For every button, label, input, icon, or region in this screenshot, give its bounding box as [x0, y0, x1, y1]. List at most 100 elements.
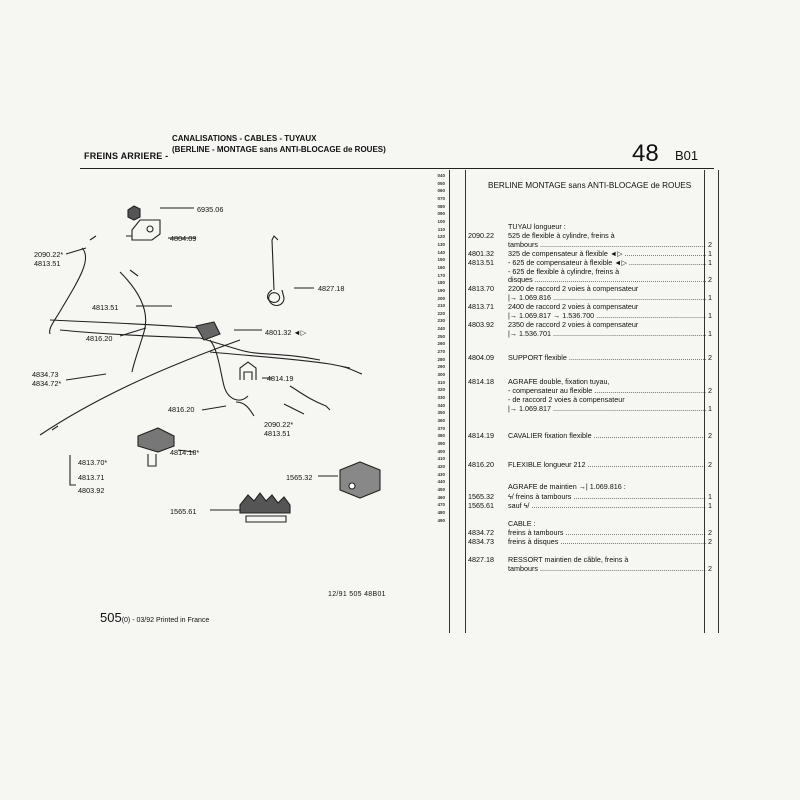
- part-quantity: 1: [708, 492, 712, 501]
- part-description: 525 de flexible à cylindre, freins à: [508, 231, 615, 240]
- label-4816-20-a: 4816.20: [86, 334, 113, 343]
- part-reference: 2090.22: [468, 231, 494, 240]
- label-4813-51-a: 4813.51: [34, 259, 61, 268]
- page-title: CANALISATIONS - CABLES - TUYAUX (BERLINE…: [172, 133, 386, 155]
- row-number: 410: [437, 456, 445, 462]
- part-description: SUPPORT flexible: [508, 353, 706, 362]
- pipe-main: [49, 319, 321, 361]
- cavalier-4814-19-part: [239, 361, 257, 380]
- row-number: 040: [437, 173, 445, 178]
- row-number: 060: [437, 188, 445, 194]
- part-description: freins à tambours: [508, 528, 706, 537]
- parts-list-item: 1565.32ϟ/ freins à tambours1: [468, 492, 718, 501]
- part-reference: 1565.32: [468, 492, 494, 501]
- part-reference: 4827.18: [468, 555, 494, 564]
- row-number: 370: [437, 425, 445, 431]
- part-description: - de raccord 2 voies à compensateur: [508, 395, 625, 404]
- part-description: sauf ϟ/: [508, 501, 706, 510]
- row-number: 210: [437, 303, 445, 309]
- label-4813-51-b: 4813.51: [92, 303, 119, 312]
- part-reference: 4834.72: [468, 528, 494, 537]
- label-4803-92: 4803.92: [78, 486, 105, 495]
- part-reference: 4813.70: [468, 284, 494, 293]
- label-2090-22-a: 2090.22*: [34, 250, 64, 259]
- part-description: |→ 1.069.817: [508, 404, 706, 413]
- table-divider: [465, 170, 466, 633]
- parts-list-item: TUYAU longueur :: [468, 222, 718, 231]
- part-reference: 4816.20: [468, 460, 494, 469]
- part-description: FLEXIBLE longueur 212: [508, 460, 706, 469]
- row-number: 270: [437, 349, 445, 355]
- row-number: 400: [437, 448, 445, 454]
- row-number: 380: [437, 433, 445, 439]
- part-description: 2350 de raccord 2 voies à compensateur: [508, 320, 639, 329]
- row-number: 460: [437, 494, 445, 500]
- label-4814-18: 4814.18*: [170, 448, 200, 457]
- row-number: 190: [437, 287, 445, 293]
- label-4834-73: 4834.73: [32, 370, 59, 379]
- part-quantity: 1: [708, 311, 712, 320]
- label-1565-61: 1565.61: [170, 507, 197, 516]
- row-number: 480: [437, 509, 445, 515]
- edition-info: (0) - 03/92 Printed in France: [121, 617, 210, 624]
- part-description: 2400 de raccord 2 voies à compensateur: [508, 302, 639, 311]
- row-number: 130: [437, 241, 445, 247]
- label-4834-72: 4834.72*: [32, 379, 62, 388]
- parts-list-item: 4834.72 freins à tambours2: [468, 528, 718, 537]
- row-number: 090: [437, 211, 445, 217]
- row-number: 220: [437, 310, 445, 316]
- row-number: 420: [437, 463, 445, 469]
- compensator-part: [195, 321, 221, 341]
- table-divider: [718, 170, 719, 633]
- part-description: |→ 1.536.701: [508, 329, 706, 338]
- label-2090-22-b: 2090.22*: [264, 420, 294, 429]
- parts-list-item: - 625 de flexible à cylindre, freins à: [468, 267, 718, 276]
- part-description: CABLE :: [508, 519, 536, 528]
- part-quantity: 1: [708, 404, 712, 413]
- support-4804-part: [126, 219, 161, 241]
- row-number: 180: [437, 280, 445, 286]
- part-description: freins à disques: [508, 537, 706, 546]
- row-number: 070: [437, 195, 445, 201]
- parts-list-item: - compensateur au flexible2: [468, 386, 718, 395]
- row-number: 110: [437, 226, 445, 232]
- row-number: 450: [437, 486, 445, 492]
- part-description: TUYAU longueur :: [508, 222, 566, 231]
- print-info: 505(0) - 03/92 Printed in France: [100, 610, 209, 625]
- row-number: 260: [437, 341, 445, 347]
- row-number: 170: [437, 272, 445, 278]
- parts-list-item: 2090.22 525 de flexible à cylindre, frein…: [468, 231, 718, 240]
- part-description: - compensateur au flexible: [508, 386, 706, 395]
- parts-list-item: |→ 1.069.8161: [468, 293, 718, 302]
- row-number: 160: [437, 264, 445, 270]
- part-reference: 4834.73: [468, 537, 494, 546]
- part-quantity: 2: [708, 275, 712, 284]
- table-section-title: BERLINE MONTAGE sans ANTI-BLOCAGE de ROU…: [488, 181, 692, 190]
- part-description: AGRAFE de maintien →| 1.069.816 :: [508, 482, 626, 491]
- part-description: tambours: [508, 240, 706, 249]
- row-number: 250: [437, 333, 445, 339]
- parts-list-item: CABLE :: [468, 519, 718, 528]
- part-quantity: 2: [708, 431, 712, 440]
- part-reference: 4814.18: [468, 377, 494, 386]
- pipe-lower: [39, 339, 241, 436]
- row-number: 300: [437, 372, 445, 378]
- pipe-right: [209, 351, 363, 375]
- label-4813-71: 4813.71: [78, 473, 105, 482]
- row-number: 430: [437, 471, 445, 477]
- part-description: |→ 1.069.816: [508, 293, 706, 302]
- part-quantity: 2: [708, 528, 712, 537]
- agrafe-4814-18-part: [137, 427, 175, 453]
- row-number: 350: [437, 410, 445, 416]
- part-description: 2200 de raccord 2 voies à compensateur: [508, 284, 639, 293]
- row-number: 280: [437, 356, 445, 362]
- parts-list-item: disques2: [468, 275, 718, 284]
- label-6935-06: 6935.06: [197, 205, 224, 214]
